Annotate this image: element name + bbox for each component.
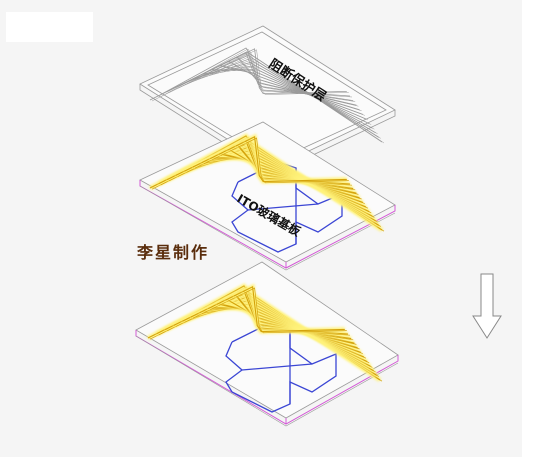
trace-line [210, 65, 360, 111]
trace-line [169, 55, 378, 135]
author-credit: 李星制作 [136, 243, 209, 262]
trace-line [244, 135, 347, 183]
assembled-layer [135, 261, 399, 427]
ito-electrode [241, 363, 313, 371]
ito-glass-substrate [139, 121, 396, 271]
protection-layer [139, 25, 396, 175]
trace-line [177, 59, 375, 130]
trace-line [244, 287, 347, 334]
trace-line [246, 137, 349, 184]
trace-line [194, 66, 369, 121]
trace-line [151, 48, 385, 144]
trace-line [242, 285, 345, 333]
trace-line [149, 47, 383, 143]
blank-box [6, 12, 93, 42]
trace-line [186, 63, 372, 125]
trace-line [244, 48, 347, 95]
trace-line [235, 52, 351, 97]
ito-electrode [247, 203, 319, 211]
trace-line [246, 49, 349, 95]
trace-line [160, 52, 381, 139]
down-arrow-icon [472, 273, 502, 339]
trace-line [203, 70, 365, 116]
